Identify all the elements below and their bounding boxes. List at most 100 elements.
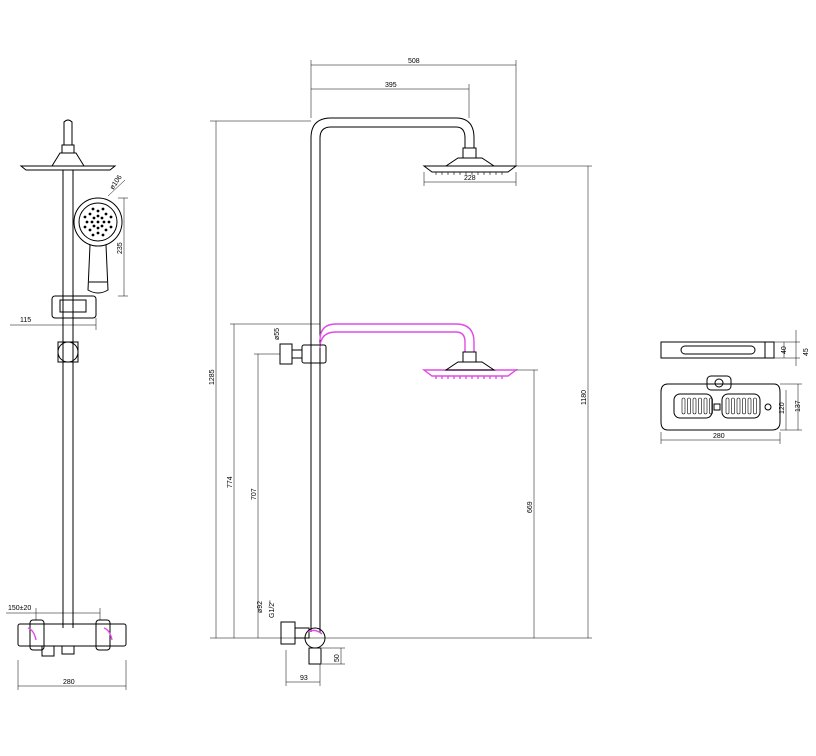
drain-slot (742, 397, 746, 415)
nozzle-dot (85, 220, 89, 224)
dim-shelf-height-b: 137 (795, 400, 802, 412)
side-valve-knob-left (29, 619, 45, 651)
top-arm-outer (310, 117, 475, 148)
dim-bracket-diameter: ø55 (274, 328, 281, 340)
side-valve-outlet (61, 645, 75, 655)
side-valve-spout (41, 645, 55, 657)
dim-shelf-depth-b: 45 (803, 348, 810, 356)
drain-slot (736, 397, 741, 415)
drain-slot (747, 397, 752, 415)
nozzle-dot (101, 233, 105, 237)
slider-inner (59, 299, 87, 313)
top-arm-inner (319, 126, 466, 148)
nozzle-dot (92, 216, 96, 220)
side-wall-bracket (57, 341, 79, 363)
side-head-body (51, 152, 85, 167)
shelf-front-outer (660, 383, 781, 431)
dim-inlet-diameter: ø92 (257, 601, 264, 613)
dim-handset-length: 235 (117, 242, 124, 254)
shelf-side-outer (660, 341, 775, 359)
low-head-plate (421, 369, 519, 377)
nozzle-dot (100, 216, 104, 220)
top-head-hub (444, 157, 496, 167)
nozzle-dot (88, 228, 92, 232)
drain-slot (731, 397, 735, 415)
nozzle-dot (109, 215, 113, 219)
nozzle-dot (107, 220, 111, 224)
side-arm (63, 119, 73, 145)
wall-bracket-plate (279, 343, 293, 365)
side-head (19, 165, 117, 171)
valve-outlet (308, 647, 322, 665)
side-view: ø106 235 115 150±20 280 (6, 119, 128, 690)
handset-handle (87, 244, 109, 294)
side-valve-accent-right (103, 627, 113, 641)
low-arm-nut (462, 351, 477, 363)
front-view: 508 395 228 1285 1180 774 707 ø55 669 ø9… (209, 58, 592, 686)
drain-slot (687, 397, 691, 415)
nozzle-dot (92, 224, 96, 228)
nozzle-dot (104, 212, 108, 216)
dim-slider-offset: 115 (20, 317, 31, 324)
dim-head-height: 1180 (581, 390, 588, 405)
drain-slot (681, 397, 686, 415)
side-arm-nut (61, 144, 75, 154)
dim-bracket-height: 707 (251, 488, 258, 500)
slider-holder (51, 295, 97, 319)
dim-inlet-thread: G1/2" (269, 600, 276, 618)
drain-slot (692, 397, 697, 415)
nozzle-dot (91, 233, 95, 237)
nozzle-dot (96, 226, 100, 230)
handset-face (73, 197, 123, 247)
nozzle-dot (91, 207, 95, 211)
drain-slot (725, 397, 730, 415)
shelf-mark-left (713, 403, 721, 411)
top-head-nozzles (435, 172, 503, 175)
valve-elbow-accent (307, 629, 323, 635)
nozzle-dot (109, 225, 113, 229)
shelf-side-slot (680, 345, 756, 355)
dim-shelf-height-a: 120 (779, 402, 786, 414)
dim-overall-height: 1285 (209, 369, 216, 385)
drain-slot (709, 397, 713, 415)
drain-slot (753, 397, 757, 415)
shelf-grille-right (721, 393, 761, 419)
dim-valve-width-left: 280 (63, 679, 75, 686)
side-bracket-block (57, 341, 79, 363)
shelf-grille-left (673, 393, 713, 419)
dim-rail-height: 774 (227, 476, 234, 488)
wall-bracket-clamp (301, 344, 327, 364)
dim-valve-depth: 50 (334, 654, 341, 662)
low-arm-inner (319, 331, 466, 352)
dim-wall-offset: 93 (300, 675, 308, 682)
nozzle-dot (104, 228, 108, 232)
side-valve-accent-left (27, 627, 37, 641)
nozzle-dot (100, 224, 104, 228)
top-head-plate (422, 165, 518, 173)
dim-arm-length-top: 508 (408, 58, 420, 65)
dim-shelf-width: 280 (713, 433, 725, 440)
nozzle-dot (96, 214, 100, 218)
inlet-plate (280, 621, 296, 645)
nozzle-dot (83, 215, 87, 219)
dim-centres: 150±20 (8, 605, 31, 612)
handset-nozzles (83, 207, 113, 237)
dim-shelf-depth-a: 40 (781, 346, 788, 354)
dim-low-head-height: 669 (527, 501, 534, 513)
drain-slot (698, 397, 702, 415)
top-arm-nut (462, 147, 477, 159)
nozzle-dot (101, 207, 105, 211)
nozzle-dot (96, 209, 100, 213)
nozzle-dot (83, 225, 87, 229)
nozzle-dot (96, 231, 100, 235)
dim-head-diameter: 228 (464, 175, 476, 182)
shelf-clip (706, 375, 732, 391)
low-arm-outer (319, 323, 475, 352)
nozzle-dot (90, 220, 94, 224)
low-head-nozzles (435, 376, 503, 379)
dim-arm-reach-top: 395 (385, 82, 397, 89)
nozzle-dot (88, 212, 92, 216)
low-head-hub (444, 361, 496, 371)
dim-handset-diameter: ø106 (109, 174, 124, 191)
